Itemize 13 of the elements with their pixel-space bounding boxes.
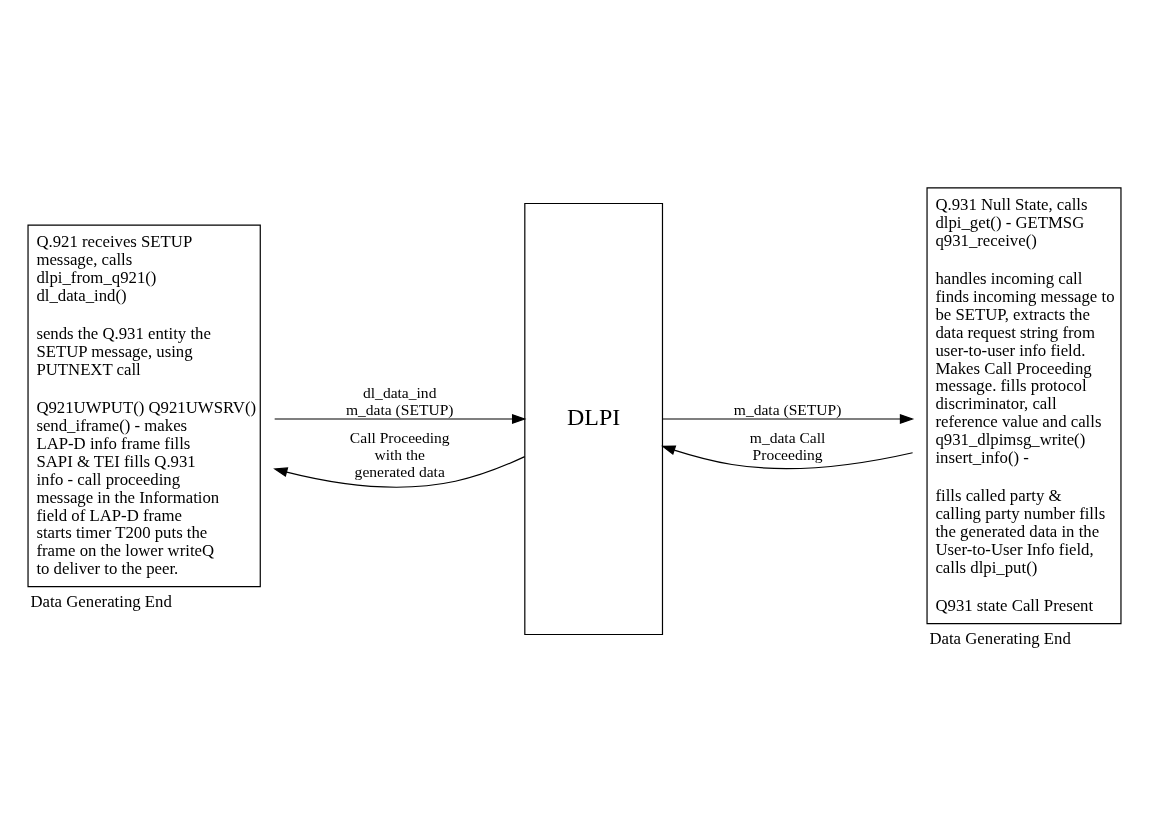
node-box: Q.921 receives SETUP message, calls dlpi_from_q921() dl_data_ind() sends the Q.931 entity the SETUP message, using PUTNEXT call Q921UWPUT() Q921UWSRV() send_iframe() - makes LAP-D info frame fills SAPI & TEI fills Q.931 info - call proceeding message in the Information field of LAP-D frame starts timer T200 puts the frame on the lower writeQ to deliver to the peer.: [27, 224, 261, 588]
arrow: [662, 413, 915, 425]
arrow: [274, 413, 527, 425]
edge-label: dl_data_ind m_data (SETUP): [345, 383, 454, 418]
arrow: [273, 456, 526, 488]
node-label: Data Generating End: [30, 592, 172, 612]
node-box: Q.931 Null State, calls dlpi_get() - GETMSG q931_receive() handles incoming call finds incoming message to be SETUP, extracts the data request string from user-to-user info field. Makes Call Proceeding message. fills protocol discriminator, call reference value and calls q931_dlpimsg_write() insert_info() - fills called party & calling party number fills the generated data in the User-to-User Info field, calls dlpi_put() Q931 state Call Present: [926, 187, 1122, 625]
edge-label: m_data Call Proceeding: [749, 429, 826, 464]
arrow: [661, 445, 914, 470]
edge-label: Call Proceeding with the generated data: [349, 429, 450, 480]
node-box: DLPI: [524, 202, 664, 636]
edge-label: m_data (SETUP): [733, 400, 842, 418]
node-label: Data Generating End: [929, 629, 1071, 649]
